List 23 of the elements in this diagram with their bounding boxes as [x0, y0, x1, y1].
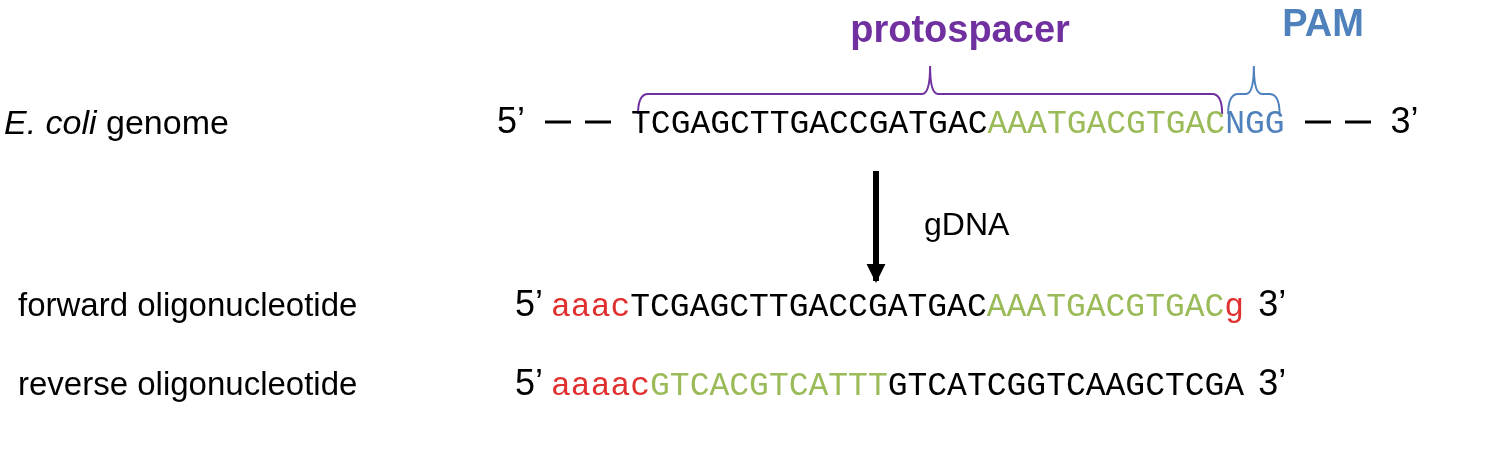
row-label: E. coli genome	[4, 103, 229, 142]
sequence-text: TCGAGCTTGACCGATGAC	[631, 106, 988, 143]
sequence-text: GTCATCGGTCAAGCTCGA	[887, 368, 1245, 405]
sequence-text: g	[1224, 289, 1245, 326]
sequence-text: AAATGACGTGAC	[987, 106, 1226, 143]
row-label: forward oligonucleotide	[18, 286, 358, 324]
arrow	[866, 171, 886, 283]
strand-end-label: 3’	[1390, 100, 1419, 142]
edge-label: gDNA	[924, 206, 1010, 243]
sequence-text: AAATGACGTGAC	[986, 289, 1225, 326]
strand-end-label: 3’	[1258, 283, 1287, 325]
strand-end-label: 3’	[1258, 362, 1287, 404]
sequence-text: aaaac	[551, 368, 651, 405]
sequence-text: aaac	[551, 289, 631, 326]
strand-end-label: 5’	[515, 362, 544, 404]
row-label: reverse oligonucleotide	[18, 365, 358, 403]
sequence-text: NGG	[1225, 106, 1285, 143]
region-label: protospacer	[850, 8, 1070, 51]
sequence-text: TCGAGCTTGACCGATGAC	[630, 289, 987, 326]
region-label: PAM	[1282, 2, 1364, 45]
sequence-text: GTCACGTCATTT	[650, 368, 888, 405]
strand-end-label: 5’	[515, 283, 544, 325]
strand-end-label: 5’	[497, 100, 526, 142]
